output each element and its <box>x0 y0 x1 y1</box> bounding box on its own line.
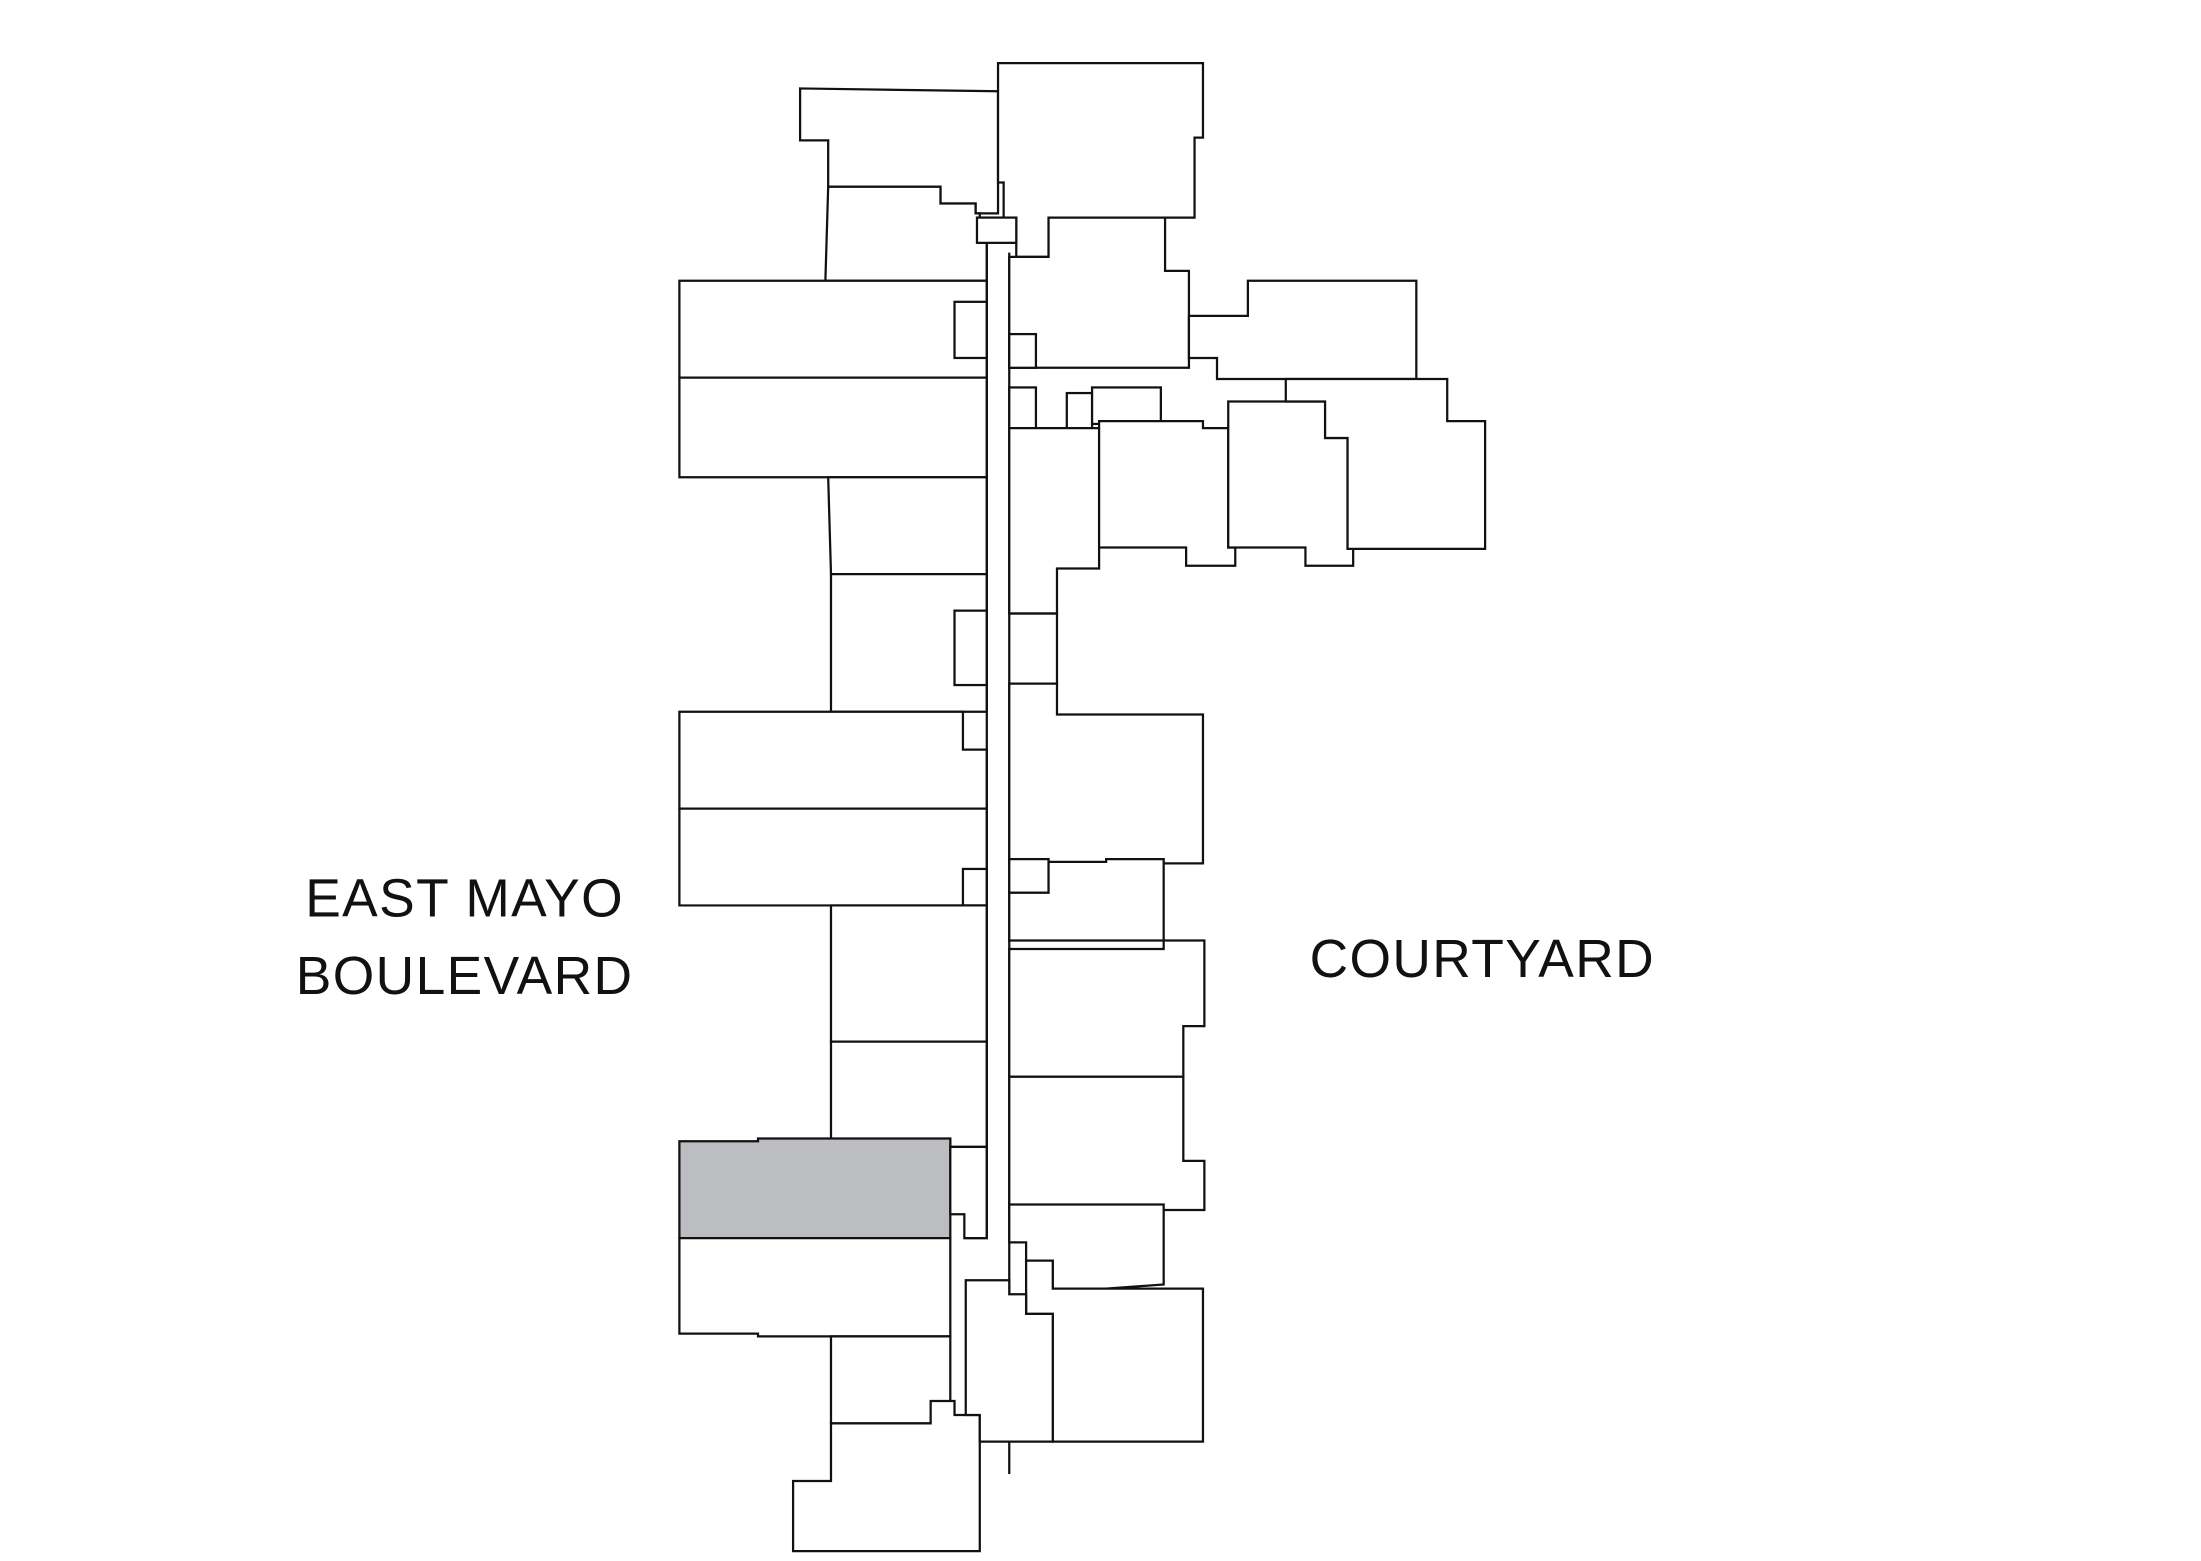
unit[interactable] <box>1187 279 1418 381</box>
unit[interactable] <box>791 1399 981 1553</box>
utility-room <box>961 867 988 907</box>
utility-room <box>953 609 988 687</box>
labels: EAST MAYO BOULEVARD COURTYARD <box>296 870 1655 1006</box>
unit[interactable] <box>827 476 988 576</box>
unit[interactable] <box>1008 427 1101 615</box>
unit[interactable] <box>829 904 988 1043</box>
utility-room <box>953 300 988 360</box>
left-wing-units <box>678 87 1000 1553</box>
unit[interactable] <box>1008 1075 1206 1212</box>
unit[interactable] <box>964 1279 1054 1443</box>
unit[interactable] <box>678 710 988 810</box>
utility-room <box>1090 386 1162 426</box>
unit[interactable] <box>1097 420 1237 567</box>
utility-room <box>1065 391 1094 430</box>
unit[interactable] <box>678 376 988 479</box>
unit[interactable] <box>1008 216 1191 369</box>
unit[interactable] <box>949 1145 988 1240</box>
utility-room <box>975 216 1018 244</box>
unit[interactable] <box>678 279 988 379</box>
right-wing-units <box>964 62 1487 1443</box>
utility-room <box>1008 386 1038 430</box>
unit[interactable] <box>1008 682 1205 865</box>
street-label-line1: EAST MAYO <box>305 870 624 929</box>
utility-room <box>1008 332 1038 369</box>
street-label-line2: BOULEVARD <box>296 947 634 1006</box>
unit[interactable] <box>678 1237 952 1338</box>
unit[interactable] <box>678 807 988 907</box>
unit[interactable] <box>1008 939 1206 1078</box>
utility-room <box>1008 857 1050 894</box>
courtyard-label: COURTYARD <box>1310 930 1655 989</box>
unit-highlighted[interactable] <box>678 1137 952 1240</box>
unit[interactable] <box>1008 857 1165 942</box>
unit[interactable] <box>1284 377 1487 550</box>
unit[interactable] <box>829 1040 988 1149</box>
